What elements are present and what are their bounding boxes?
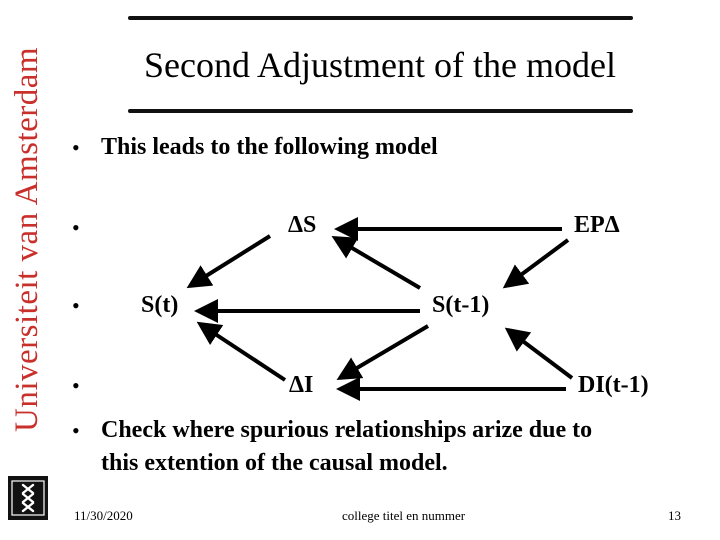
top-rule: [128, 16, 633, 20]
bullet-marker: •: [72, 373, 80, 398]
university-logo: [8, 476, 48, 520]
title-underline: [128, 109, 633, 113]
footer-course: college titel en nummer: [342, 508, 466, 523]
bullet-marker: •: [72, 293, 80, 318]
bullet-text-2: Check where spurious relationships arize…: [101, 417, 593, 443]
node-s-t-1: S(t-1): [432, 292, 490, 318]
arrow-delta-s-to-s-t: [186, 234, 272, 289]
bullet-marker: •: [72, 135, 80, 160]
bullet-text-3: this extention of the causal model.: [101, 450, 448, 476]
page-number: 13: [668, 508, 681, 523]
slide-title: Second Adjustment of the model: [144, 45, 616, 85]
arrow-ep-to-s-t-1: [502, 238, 570, 289]
arrow-s-t-1-to-delta-s: [331, 235, 422, 290]
sidebar: Universiteit van Amsterdam: [0, 0, 53, 540]
node-s-t: S(t): [141, 292, 179, 318]
bullet-marker: •: [72, 418, 80, 443]
node-delta-s: ΔS: [288, 212, 317, 238]
arrow-di-to-s-t-1: [504, 327, 574, 380]
bullet-text-1: This leads to the following model: [101, 134, 438, 160]
node-delta-i: ΔI: [289, 372, 314, 398]
arrow-delta-i-to-s-t: [196, 321, 287, 382]
logo-crosses-icon: [11, 480, 45, 516]
bullet-marker: •: [72, 215, 80, 240]
node-ep-delta: EPΔ: [574, 212, 620, 238]
arrow-s-t-1-to-delta-i: [336, 324, 430, 381]
node-di-t-1: DI(t-1): [578, 372, 649, 398]
footer-date: 11/30/2020: [74, 508, 133, 523]
